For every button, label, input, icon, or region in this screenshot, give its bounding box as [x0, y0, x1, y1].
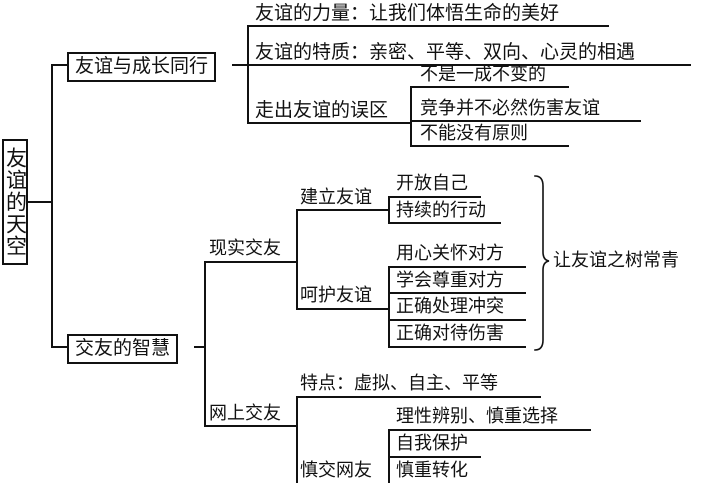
- friendship-misconceptions: 走出友谊的误区: [255, 99, 389, 121]
- build-friendship: 建立友谊: [300, 187, 372, 208]
- connector-build-items: [388, 196, 501, 224]
- care-item-3: 正确处理冲突: [396, 296, 504, 317]
- connector-careful-items: [388, 429, 591, 483]
- connector-b1-c2: [247, 25, 691, 124]
- online-features: 特点：虚拟、自主、平等: [300, 373, 498, 394]
- careful-online-friends: 慎交网友: [300, 460, 372, 481]
- connector-c3-items: [410, 86, 641, 147]
- branch-friendship-wisdom: 交友的智慧: [67, 334, 179, 364]
- online-friendship: 网上交友: [209, 403, 281, 424]
- connector-root-to-b2: [51, 201, 68, 348]
- branch-friendship-growth: 友谊与成长同行: [67, 52, 217, 82]
- friendship-traits: 友谊的特质：亲密、平等、双向、心灵的相遇: [255, 41, 636, 63]
- friendship-power: 友谊的力量：让我们体悟生命的美好: [255, 2, 560, 24]
- connector-root-to-b1: [27, 64, 68, 203]
- care-item-4: 正确对待伤害: [396, 323, 504, 344]
- connector-b2-bracket: [194, 261, 298, 348]
- careful-item-2: 自我保护: [396, 433, 468, 454]
- root-label: 友谊的天空: [3, 147, 28, 257]
- misconception-item-1: 不是一成不变的: [420, 64, 546, 85]
- connector-real-care: [296, 261, 390, 310]
- connector-care-items: [388, 266, 526, 348]
- connector-b2-online: [204, 346, 298, 427]
- build-item-1: 开放自己: [396, 173, 468, 194]
- summary-evergreen: 让友谊之树常青: [553, 250, 679, 271]
- care-item-1: 用心关怀对方: [396, 243, 504, 264]
- real-friendship: 现实交友: [209, 238, 281, 259]
- care-item-2: 学会尊重对方: [396, 270, 504, 291]
- connector-online-bracket: [296, 396, 541, 427]
- misconception-item-2: 竞争并不必然伤害友谊: [420, 98, 600, 119]
- connector-real-bracket: [296, 209, 390, 263]
- root-node: 友谊的天空: [2, 139, 28, 265]
- summary-brace: [534, 175, 550, 351]
- misconception-item-3: 不能没有原则: [420, 123, 528, 144]
- careful-item-3: 慎重转化: [396, 460, 468, 481]
- care-friendship: 呵护友谊: [300, 285, 372, 306]
- careful-item-1: 理性辨别、慎重选择: [396, 406, 558, 427]
- build-item-2: 持续的行动: [396, 200, 486, 221]
